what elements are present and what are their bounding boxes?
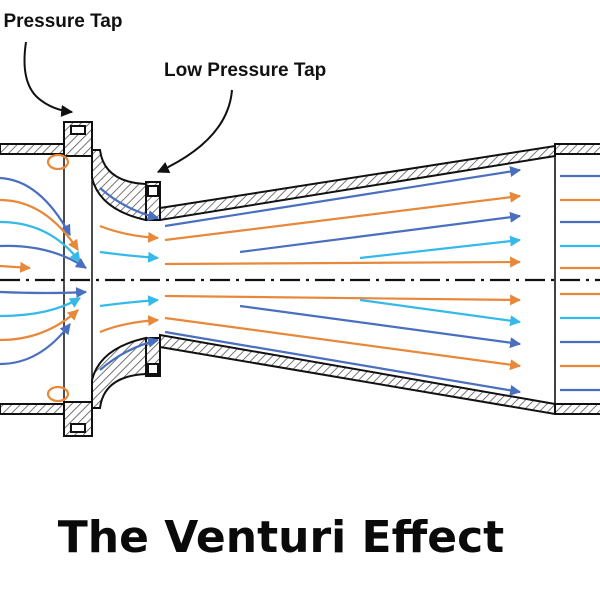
streamline [0,287,88,299]
eddy-top [46,153,70,171]
low-tap-arrow [156,89,233,173]
streamline [99,295,160,308]
inlet-wall-bottom [0,403,65,415]
streamline [164,256,522,268]
inlet-flange [63,121,93,437]
streamline [0,261,32,273]
streamline [99,336,160,371]
diagram-title: The Venturi Effect [58,512,504,563]
streamline [99,250,160,263]
streamline [99,187,160,222]
streamline [359,298,522,327]
streamline [239,211,522,254]
throat-tap-port-top [147,185,159,197]
nozzle-inserts [91,149,161,409]
streamline [164,330,522,396]
low-pressure-tap-label: Low Pressure Tap [164,60,326,81]
streamline [0,297,81,318]
streamline [164,191,522,242]
inlet-wall-top [0,143,65,155]
streamline [164,316,522,371]
streamlines [0,166,600,396]
callouts [23,41,233,173]
streamline [99,224,160,243]
high-tap-arrow [23,41,74,117]
diffuser-wall-bottom [159,333,556,416]
streamline [0,198,79,251]
streamline [0,323,71,366]
outlet-wall-top [554,143,600,155]
nozzle-insert-top [91,149,147,222]
streamline [0,176,71,236]
streamline [99,315,160,334]
eddies [46,153,70,403]
outlet-wall-bottom [554,403,600,415]
streamline [0,244,87,269]
streamline [359,235,522,260]
eddy-bottom [46,385,70,403]
streamline [239,304,522,349]
streamline [164,166,522,228]
streamline [0,309,79,342]
flange-bolt-bottom [70,423,86,433]
nozzle-insert-bottom [91,336,147,409]
high-pressure-tap-label: High Pressure Tap [0,11,122,32]
streamline [0,220,81,263]
flange-bolt-top [70,125,86,135]
diffuser-wall-top [159,144,556,222]
throat-tap-port-bottom [147,363,159,375]
streamline [164,294,522,306]
